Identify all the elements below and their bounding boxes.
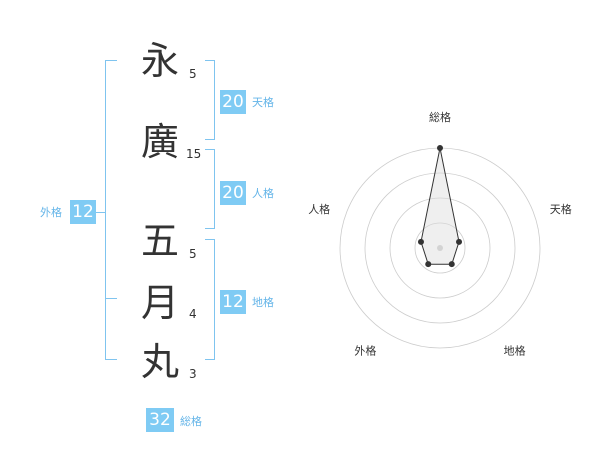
soukaku-value-badge: 32: [146, 408, 174, 432]
radar-point-総格: [437, 145, 443, 151]
stroke-count-3: 5: [189, 247, 197, 261]
chikaku-bracket: [205, 239, 215, 360]
radar-ring-1: [414, 222, 466, 274]
radar-grid: [339, 147, 541, 349]
gaikaku-bracket-divider: [105, 298, 117, 299]
radar-point-外格: [425, 261, 432, 268]
soukaku-label: 総格: [180, 415, 202, 428]
tenkaku-label: 天格: [252, 96, 274, 109]
stroke-count-5: 3: [189, 367, 197, 381]
tenkaku-value-badge: 20: [220, 90, 246, 114]
stroke-count-1: 5: [189, 67, 197, 81]
gaikaku-bracket-connector: [96, 212, 105, 213]
radar-axis-label-1: 天格: [550, 202, 572, 216]
name-char-5: 丸: [141, 340, 180, 384]
radar-point-天格: [456, 238, 463, 245]
chikaku-label: 地格: [252, 296, 274, 309]
gaikaku-bracket: [105, 60, 117, 360]
radar-point-地格: [448, 261, 455, 268]
stroke-count-2: 15: [186, 147, 202, 161]
name-char-3: 五: [141, 219, 180, 263]
chikaku-value-badge: 12: [220, 290, 246, 314]
gaikaku-label: 外格: [40, 206, 62, 219]
jinkaku-bracket: [205, 149, 215, 229]
name-char-2: 廣: [141, 120, 180, 164]
radar-axis-label-4: 人格: [308, 202, 330, 216]
radar-axis-label-3: 外格: [354, 344, 376, 358]
gaikaku-value-badge: 12: [70, 200, 96, 224]
stroke-count-4: 4: [189, 307, 197, 321]
radar-ring-4: [339, 147, 541, 349]
name-char-1: 永: [141, 39, 180, 83]
name-char-4: 月: [141, 281, 180, 325]
radar-ring-3: [364, 172, 516, 324]
tenkaku-bracket: [205, 60, 215, 140]
jinkaku-value-badge: 20: [220, 181, 246, 205]
radar-series-polygon: [420, 147, 460, 265]
radar-axis-label-0: 総格: [429, 110, 451, 124]
radar-point-人格: [417, 238, 424, 245]
radar-series: [417, 145, 463, 268]
radar-axis-label-2: 地格: [504, 344, 526, 358]
radar-ring-2: [389, 197, 491, 299]
radar-center-dot: [437, 245, 443, 251]
jinkaku-label: 人格: [252, 187, 274, 200]
